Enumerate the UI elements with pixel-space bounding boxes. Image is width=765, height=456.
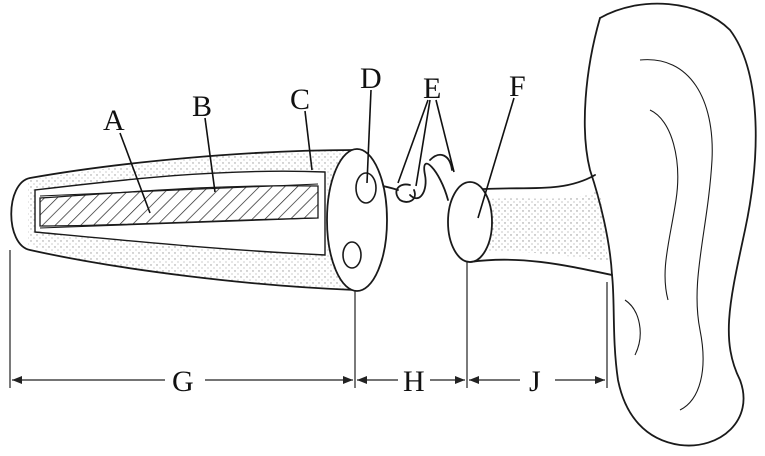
label-g: G: [172, 365, 194, 398]
label-h: H: [403, 365, 425, 398]
oval-window: [356, 173, 376, 203]
label-a: A: [103, 104, 125, 137]
label-j: J: [529, 365, 541, 398]
label-b: B: [192, 90, 212, 123]
round-window: [343, 242, 361, 268]
label-e: E: [423, 72, 441, 105]
label-d: D: [360, 62, 382, 95]
leader-e-3: [436, 100, 454, 172]
label-c: C: [290, 83, 310, 116]
cochlea-body: [11, 149, 387, 291]
label-f: F: [509, 70, 526, 103]
outer-ear: [585, 4, 756, 446]
